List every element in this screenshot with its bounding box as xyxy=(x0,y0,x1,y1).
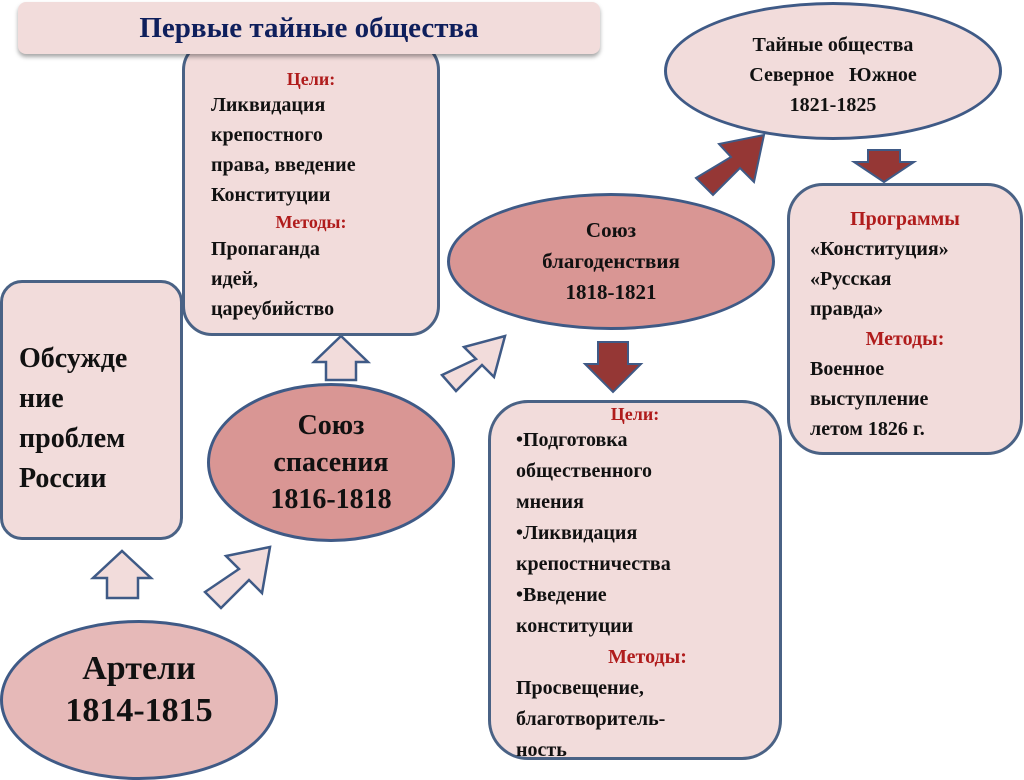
ellipse-text: Союз xyxy=(297,410,365,441)
goal-text: Ликвидация xyxy=(211,94,326,116)
method-text: Пропаганда xyxy=(211,238,320,260)
method-text: цареубийство xyxy=(211,298,335,320)
goal-text: крепостного xyxy=(211,124,323,146)
programs-box: Программы «Конституция» «Русская правда»… xyxy=(787,183,1023,455)
method-text: Просвещение, xyxy=(516,677,644,699)
ellipse-text: спасения xyxy=(273,447,389,478)
arrow-dark-diagonal-icon xyxy=(694,133,766,197)
goal-text: мнения xyxy=(516,491,584,513)
ellipse-text: 1816-1818 xyxy=(270,484,392,515)
goals-box-2: Цели: •Подготовка общественного мнения •… xyxy=(488,400,782,761)
program-text: «Конституция» xyxy=(810,238,949,260)
ellipse-text: Союз xyxy=(585,218,637,242)
goal-text: общественного xyxy=(516,460,653,482)
goal-text: крепостничества xyxy=(516,553,671,575)
goal-text: •Введение xyxy=(516,584,607,606)
arrow-diagonal-icon xyxy=(439,334,507,393)
ellipse-text: 1818-1821 xyxy=(565,280,657,304)
goal-text: Конституции xyxy=(211,184,331,206)
secret-societies-ellipse: Тайные общества Северное Южное 1821-1825 xyxy=(664,2,1002,140)
welfare-union-ellipse: Союз благоденствия 1818-1821 xyxy=(447,193,775,330)
goal-text: права, введение xyxy=(211,154,356,176)
programs-label: Программы xyxy=(850,208,960,230)
arrow-dark-down-icon xyxy=(850,149,918,184)
goals-label: Цели: xyxy=(286,69,336,89)
arrow-dark-down-icon xyxy=(582,341,644,394)
goal-text: •Подготовка xyxy=(516,429,628,451)
arrow-up-icon xyxy=(89,549,155,600)
page-title: Первые тайные общества xyxy=(139,11,479,44)
goals-label: Цели: xyxy=(610,404,660,424)
program-text: правда» xyxy=(810,298,884,320)
discussion-box: Обсужде ние проблем России xyxy=(0,280,183,540)
ellipse-text: Тайные общества xyxy=(752,34,914,56)
method-text: Военное xyxy=(810,358,885,380)
arrow-diagonal-icon xyxy=(203,545,272,610)
method-text: идей, xyxy=(211,268,259,290)
program-text: «Русская xyxy=(810,268,892,290)
goal-text: •Ликвидация xyxy=(516,522,638,544)
ellipse-text: Артели xyxy=(82,650,196,687)
ellipse-text: 1814-1815 xyxy=(65,692,213,729)
salvation-union-ellipse: Союз спасения 1816-1818 xyxy=(207,383,455,542)
methods-label: Методы: xyxy=(865,328,945,350)
goal-text: конституции xyxy=(516,615,634,637)
discussion-text: Обсужде xyxy=(19,343,128,374)
arrow-up-icon xyxy=(310,334,372,382)
title-banner: Первые тайные общества xyxy=(18,2,600,54)
method-text: ность xyxy=(516,739,567,761)
discussion-text: России xyxy=(19,463,107,494)
ellipse-text: Северное Южное xyxy=(749,64,917,86)
discussion-text: ние xyxy=(19,383,64,414)
method-text: летом 1826 г. xyxy=(810,418,925,440)
goals-box-1: Цели: Ликвидация крепостного права, введ… xyxy=(182,40,440,336)
methods-label: Методы: xyxy=(275,212,347,232)
method-text: благотворитель- xyxy=(516,708,666,730)
ellipse-text: 1821-1825 xyxy=(789,94,877,116)
artels-ellipse: Артели 1814-1815 xyxy=(0,620,278,780)
method-text: выступление xyxy=(810,388,929,410)
ellipse-text: благоденствия xyxy=(542,249,680,273)
discussion-text: проблем xyxy=(19,423,126,454)
methods-label: Методы: xyxy=(608,646,687,668)
